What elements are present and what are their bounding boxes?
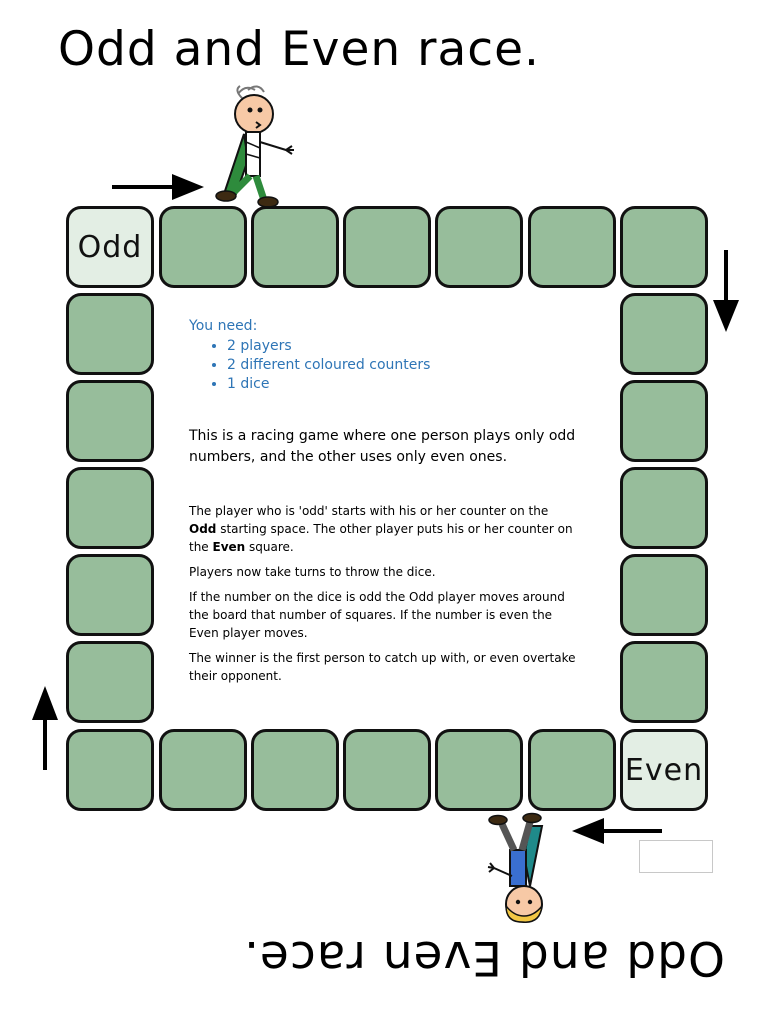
rule-text: square. — [245, 540, 294, 554]
need-heading: You need: — [189, 318, 258, 334]
page-title-flipped: Odd and Even race. — [243, 930, 725, 985]
board-square[interactable] — [343, 206, 431, 288]
board-square[interactable] — [66, 554, 154, 636]
board-square-odd-start[interactable]: Odd — [66, 206, 154, 288]
board-square[interactable] — [251, 206, 339, 288]
instructions-panel: You need: 2 players 2 different coloured… — [189, 318, 579, 692]
rule-text: starting space. The other player puts hi… — [189, 522, 573, 554]
need-list: 2 players 2 different coloured counters … — [189, 338, 579, 392]
empty-box — [639, 840, 713, 873]
board-square[interactable] — [620, 380, 708, 462]
board-square[interactable] — [159, 729, 247, 811]
board-square[interactable] — [620, 554, 708, 636]
need-item: 2 different coloured counters — [227, 357, 579, 373]
board-square[interactable] — [66, 467, 154, 549]
rule-move: If the number on the dice is odd the Odd… — [189, 590, 565, 640]
rule-bold: Even — [212, 540, 246, 554]
odd-start-label: Odd — [77, 229, 143, 265]
board-square[interactable] — [343, 729, 431, 811]
page-title: Odd and Even race. — [58, 22, 540, 77]
rule-text: The player who is 'odd' starts with his … — [189, 504, 549, 518]
rule-turns: Players now take turns to throw the dice… — [189, 565, 436, 579]
board-square[interactable] — [159, 206, 247, 288]
need-item: 1 dice — [227, 376, 579, 392]
rule-bold: Odd — [189, 522, 217, 536]
board-square[interactable] — [66, 729, 154, 811]
need-item: 2 players — [227, 338, 579, 354]
even-start-label: Even — [624, 752, 704, 788]
rule-winner: The winner is the first person to catch … — [189, 651, 576, 683]
board-square[interactable] — [620, 293, 708, 375]
rules: The player who is 'odd' starts with his … — [189, 502, 579, 685]
arrow-right-icon — [112, 174, 204, 200]
board-square[interactable] — [620, 467, 708, 549]
intro-text: This is a racing game where one person p… — [189, 428, 576, 465]
board-square[interactable] — [251, 729, 339, 811]
blue-runner-figure — [487, 812, 544, 923]
green-runner-figure — [215, 85, 294, 208]
board-square-even-start[interactable]: Even — [620, 729, 708, 811]
arrow-left-icon — [572, 818, 662, 844]
board-square[interactable] — [435, 206, 523, 288]
arrow-up-icon — [32, 686, 58, 770]
board-square[interactable] — [620, 206, 708, 288]
board-square[interactable] — [528, 206, 616, 288]
arrow-down-icon — [713, 250, 739, 332]
rule-start: The player who is 'odd' starts with his … — [189, 502, 579, 556]
board-square[interactable] — [620, 641, 708, 723]
board-square[interactable] — [435, 729, 523, 811]
board-square[interactable] — [66, 380, 154, 462]
board-square[interactable] — [66, 293, 154, 375]
board-square[interactable] — [528, 729, 616, 811]
board-square[interactable] — [66, 641, 154, 723]
